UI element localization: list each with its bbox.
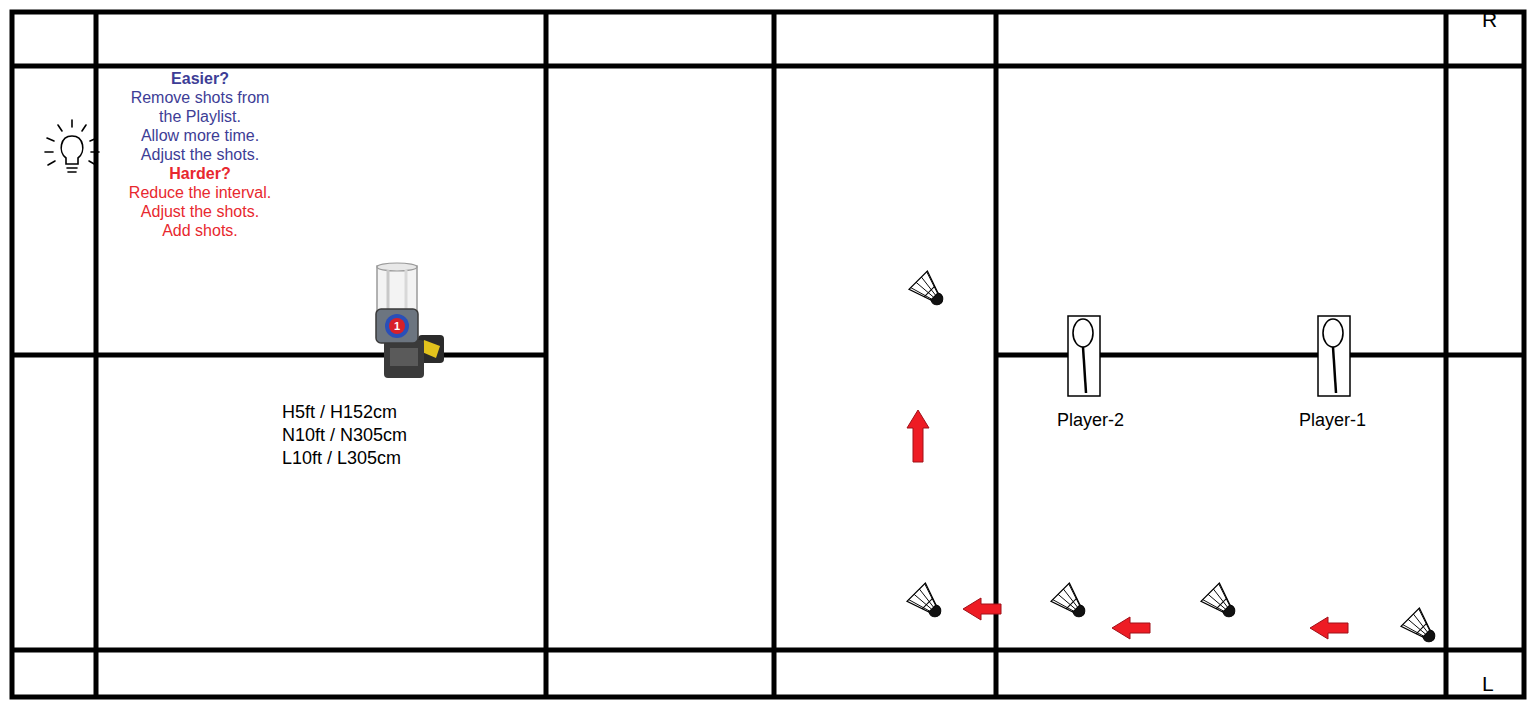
- center-line: [12, 353, 546, 358]
- direction-arrow: [963, 598, 1001, 620]
- racket-head: [1323, 319, 1343, 347]
- tip-text: Remove shots from the Playlist.: [121, 88, 279, 126]
- player-label: Player-1: [1299, 409, 1366, 431]
- machine-setting: H5ft / H152cm: [282, 401, 397, 423]
- court-line: [12, 648, 1524, 653]
- tips-panel: Easier?Remove shots from the Playlist.Al…: [121, 69, 279, 240]
- shuttle-band: [922, 598, 933, 609]
- shuttle-feather: [1053, 595, 1074, 616]
- tip-text: Add shots.: [121, 221, 279, 240]
- machine-body: [384, 340, 424, 378]
- shuttle-band: [924, 286, 935, 297]
- shuttle-feather: [909, 595, 930, 616]
- court-line: [772, 12, 777, 697]
- bulb-ray: [45, 151, 53, 153]
- court-line: [12, 64, 1524, 69]
- arrow-group: [907, 410, 1348, 639]
- shuttle-feather: [1403, 620, 1424, 641]
- tube-shade: [387, 270, 390, 314]
- shuttlecock-icon: [907, 583, 948, 624]
- shuttlecock-icon: [909, 271, 950, 312]
- shuttle-band: [1066, 598, 1077, 609]
- bulb-base: [67, 167, 77, 169]
- bulb-ray: [90, 138, 97, 141]
- court-lines: [12, 12, 1524, 697]
- shuttle-cork: [930, 292, 945, 307]
- callout-number: 1: [389, 318, 405, 334]
- shuttlecock-icon: [1201, 583, 1242, 624]
- player-racket: [1068, 316, 1100, 396]
- machine-setting: L10ft / L305cm: [282, 447, 401, 469]
- racket-handle: [1333, 347, 1336, 393]
- machine-head: [376, 309, 418, 343]
- bulb-ray: [58, 125, 62, 131]
- tip-text: Adjust the shots.: [121, 145, 279, 164]
- direction-arrow: [1310, 617, 1348, 639]
- bulb-ray: [48, 161, 55, 165]
- court-border: [12, 12, 1524, 697]
- lightbulb-icon: [45, 120, 99, 172]
- shuttle-machine: [376, 263, 444, 378]
- tip-text: Adjust the shots.: [121, 202, 279, 221]
- shuttle-cork: [928, 604, 943, 619]
- shuttle-cork: [1222, 604, 1237, 619]
- shuttlecock-icon: [1051, 583, 1092, 624]
- shuttle-band: [1216, 598, 1227, 609]
- shuttle-group: [907, 271, 1442, 649]
- direction-arrow: [907, 410, 929, 462]
- bulb-base: [68, 171, 76, 173]
- side-marker: L: [1482, 671, 1494, 696]
- racket-handle: [1083, 347, 1086, 393]
- bulb-ray: [82, 125, 86, 131]
- shuttlecock-icon: [1401, 608, 1442, 649]
- player-racket: [1318, 316, 1350, 396]
- machine-ring: [385, 314, 409, 338]
- machine-number-disc: [389, 318, 405, 334]
- machine-handle: [422, 340, 440, 358]
- player-label: Player-2: [1057, 409, 1124, 431]
- direction-arrow: [1112, 617, 1150, 639]
- machine-setting: N10ft / N305cm: [282, 424, 407, 446]
- bulb-glass: [61, 136, 83, 164]
- shuttle-feather: [1203, 595, 1224, 616]
- racket-head: [1073, 319, 1093, 347]
- tube-shade: [405, 270, 408, 314]
- side-marker: R: [1482, 7, 1497, 32]
- bulb-ray: [89, 161, 96, 165]
- machine-panel: [390, 348, 418, 366]
- tip-text: Reduce the interval.: [121, 183, 279, 202]
- tip-heading: Harder?: [121, 164, 279, 183]
- bulb-ray: [47, 138, 54, 141]
- shuttle-feather: [911, 283, 932, 304]
- racket-frame-box: [1318, 316, 1350, 396]
- shuttle-cork: [1422, 629, 1437, 644]
- bulb-ray: [71, 120, 73, 127]
- machine-tube-top: [377, 263, 417, 271]
- shuttle-cork: [1072, 604, 1087, 619]
- bulb-ray: [91, 151, 99, 153]
- tip-text: Allow more time.: [121, 126, 279, 145]
- tip-heading: Easier?: [121, 69, 279, 88]
- racket-frame-box: [1068, 316, 1100, 396]
- shuttle-band: [1416, 623, 1427, 634]
